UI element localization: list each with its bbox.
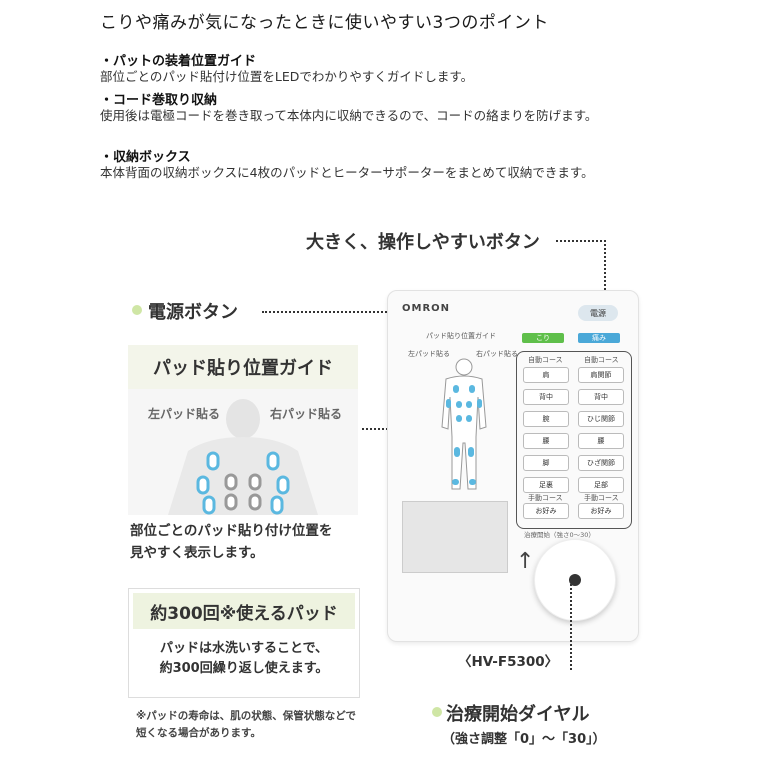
callout-buttons-line (556, 240, 606, 242)
callout-buttons: 大きく、操作しやすいボタン (306, 232, 540, 253)
pad-durability-title: 約300回※使えるパッド (133, 593, 355, 629)
point-title-box: ・収納ボックス (100, 150, 191, 165)
callout-dial-range: （強さ調整「0」〜「30」） (442, 732, 606, 747)
right-course-button[interactable]: 肩関節 (578, 367, 624, 383)
device-left-label: 左パッド貼る (408, 350, 450, 358)
callout-dial: 治療開始ダイヤル (446, 704, 590, 725)
callout-power: 電源ボタン (148, 302, 238, 323)
right-course-button[interactable]: ひじ関節 (578, 411, 624, 427)
dial-callout-vline (570, 580, 572, 670)
left-course-button[interactable]: 脚 (523, 455, 569, 471)
pad-life-note: ※パッドの寿命は、肌の状態、保管状態などで 短くなる場合があります。 (136, 708, 356, 742)
left-course-button[interactable]: 腕 (523, 411, 569, 427)
right-manual-button[interactable]: お好み (578, 503, 624, 519)
point-desc-box: 本体背面の収納ボックスに4枚のパッドとヒーターサポーターをまとめて収納できます。 (100, 165, 594, 180)
left-manual-button[interactable]: お好み (523, 503, 569, 519)
right-course-button[interactable]: 足部 (578, 477, 624, 493)
course-button-frame (516, 351, 632, 529)
left-course-button[interactable]: 足裏 (523, 477, 569, 493)
point-desc-cord: 使用後は電極コードを巻き取って本体内に収納できるので、コードの絡まりを防げます。 (100, 108, 598, 123)
model-number: 〈HV-F5300〉 (458, 654, 559, 670)
right-pad-label: 右パッド貼る (270, 407, 343, 421)
tab-stiffness[interactable]: こり (522, 333, 564, 343)
back-body-icon (168, 399, 318, 515)
right-manual-label: 手動コース (584, 494, 619, 502)
callout-power-dot (132, 305, 142, 315)
device-front: OMRON 電源 パッド貼り位置ガイド 左パッド貼る 右パッド貼る こり 痛み … (387, 290, 639, 642)
pad-life-note-line: ※パッドの寿命は、肌の状態、保管状態などで (136, 710, 356, 722)
treatment-dial[interactable] (534, 539, 616, 621)
lcd-display (402, 501, 508, 573)
pad-guide-caption-line: 見やすく表示します。 (130, 545, 264, 561)
point-title-cord: ・コード巻取り収納 (100, 93, 218, 108)
dial-knob (569, 574, 581, 586)
pad-guide-caption: 部位ごとのパッド貼り付け位置を 見やすく表示します。 (130, 520, 370, 564)
headline: こりや痛みが気になったときに使いやすい3つのポイント (100, 13, 549, 33)
dial-label: 治療開始（強さ0〜30） (524, 531, 595, 539)
body-figure-icon (441, 358, 487, 490)
pad-durability-body: パッドは水洗いすることで、 約300回繰り返し使えます。 (129, 639, 359, 679)
right-course-button[interactable]: 背中 (578, 389, 624, 405)
tab-pain[interactable]: 痛み (578, 333, 620, 343)
pad-guide-illustration: 左パッド貼る 右パッド貼る (128, 389, 358, 515)
pad-guide-panel: パッド貼り位置ガイド 左パッド貼る 右パッド貼る (128, 345, 358, 515)
right-course-button[interactable]: ひざ関節 (578, 455, 624, 471)
point-title-guide: ・パットの装着位置ガイド (100, 54, 257, 69)
pad-durability-line: パッドは水洗いすることで、 (159, 641, 329, 656)
right-course-heading: 自動コース (584, 356, 619, 364)
left-course-heading: 自動コース (528, 356, 563, 364)
left-course-button[interactable]: 肩 (523, 367, 569, 383)
pad-guide-caption-line: 部位ごとのパッド貼り付け位置を (130, 523, 333, 539)
left-course-button[interactable]: 腰 (523, 433, 569, 449)
point-desc-guide: 部位ごとのパッド貼付け位置をLEDでわかりやすくガイドします。 (100, 69, 474, 84)
callout-dial-dot (432, 707, 442, 717)
device-guide-label: パッド貼り位置ガイド (426, 332, 496, 340)
left-manual-label: 手動コース (528, 494, 563, 502)
pad-guide-title: パッド貼り位置ガイド (128, 345, 358, 389)
pad-durability-panel: 約300回※使えるパッド パッドは水洗いすることで、 約300回繰り返し使えます… (128, 588, 360, 698)
right-course-button[interactable]: 腰 (578, 433, 624, 449)
power-button[interactable]: 電源 (578, 305, 618, 321)
left-pad-label: 左パッド貼る (148, 407, 221, 421)
left-course-button[interactable]: 背中 (523, 389, 569, 405)
pad-durability-line: 約300回繰り返し使えます。 (159, 661, 329, 676)
pad-life-note-line: 短くなる場合があります。 (136, 727, 261, 739)
device-right-label: 右パッド貼る (476, 350, 518, 358)
brand-logo: OMRON (402, 303, 451, 314)
dial-arrow-icon: ↑ (516, 549, 535, 574)
